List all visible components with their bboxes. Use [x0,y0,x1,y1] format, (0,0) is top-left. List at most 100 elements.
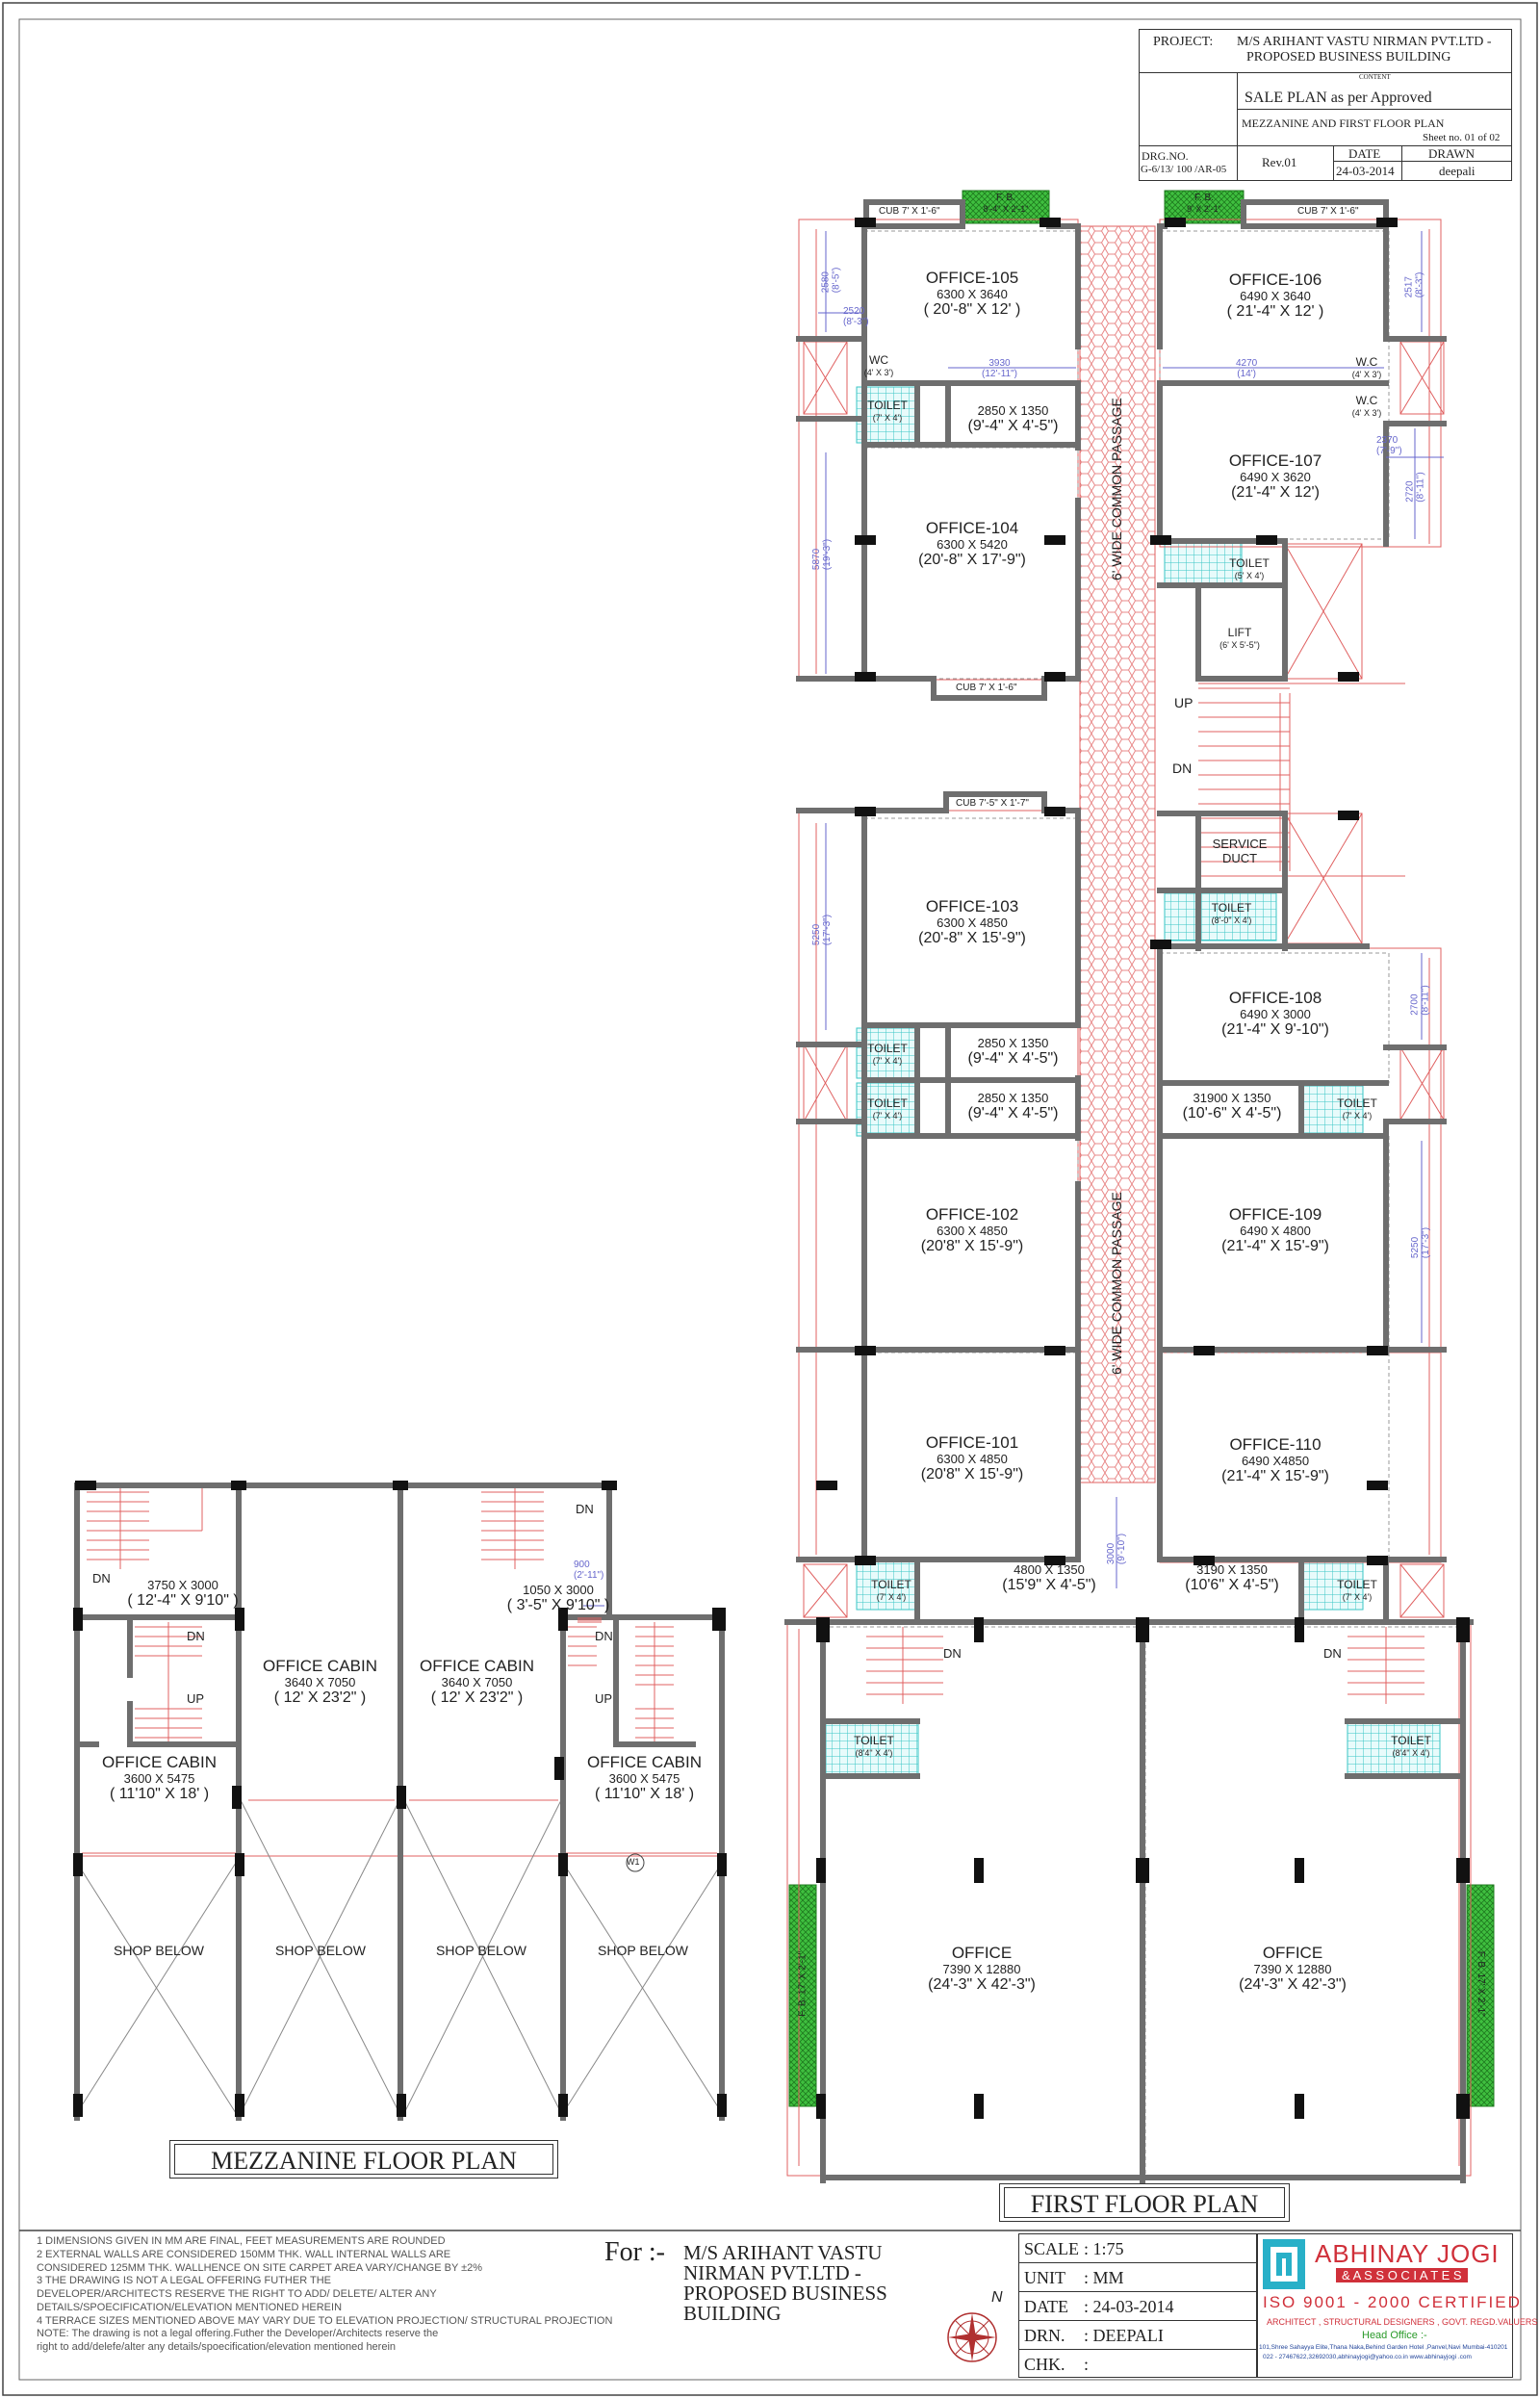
mezz-dn-2: DN [576,1502,594,1516]
mezzanine-title: MEZZANINE FLOOR PLAN [211,2147,517,2175]
content-line-2: MEZZANINE AND FIRST FLOOR PLAN [1242,116,1445,130]
toilet-label-1: TOILET(7' X 4') [867,399,908,423]
toilet-label-2: TOILET(5' X 4') [1229,556,1270,580]
toilet-label-6: TOILET(7' X 4') [1337,1096,1377,1121]
firm-address-2: 022 - 27467622,32692030,abhinayjogi@yaho… [1263,2354,1472,2360]
drawn-label: DRAWN [1428,146,1476,161]
toilet-label-3: TOILET(8'-0" X 4') [1211,901,1252,925]
for-label: For :- [604,2237,665,2267]
toilet-label-9: TOILET(8'4" X 4') [854,1734,894,1758]
date-value: 24-03-2014 [1336,164,1395,178]
dim-4270: 4270(14') [1236,358,1258,379]
passage-label-3: 2850 X 1350(9'-4" X 4'-5") [967,1091,1059,1122]
notes-block: 1 DIMENSIONS GIVEN IN MM ARE FINAL, FEET… [37,2235,613,2353]
north-label: N [991,2289,1003,2306]
scale-row-2 [1018,2291,1257,2292]
scale-value: : 1:75 [1084,2239,1124,2258]
mezz-dn-4: DN [595,1629,613,1643]
drn-label: DRN. [1024,2326,1065,2345]
project-name-line-1: M/S ARIHANT VASTU NIRMAN PVT.LTD - [1237,35,1492,49]
title-block-divider-2 [1139,145,1512,146]
mezz-up-2: UP [595,1691,613,1706]
shop-below-1: SHOP BELOW [114,1943,204,1958]
scale-row-3 [1018,2320,1257,2321]
iso-certified: ISO 9001 - 2000 CERTIFIED [1263,2293,1522,2311]
lift-label: LIFT(6' X 5'-5") [1219,626,1260,650]
stair-up-label: UP [1174,695,1194,710]
cub-label-2: CUB 7' X 1'-6" [1297,206,1359,217]
unit-label: UNIT [1024,2268,1065,2287]
stair-dn-label-left: DN [943,1646,962,1661]
mezz-dn-1: DN [92,1571,111,1586]
mezzanine-title-frame-inner [174,2144,553,2175]
footer-date-label: DATE [1024,2297,1068,2316]
title-block-divider-1 [1139,72,1512,73]
toilet-label-7: TOILET(7' X 4') [871,1578,911,1602]
passage-label-6: 3190 X 1350(10'6" X 4'-5") [1185,1562,1279,1594]
mezz-up-1: UP [187,1691,205,1706]
title-block-divider-5 [1401,145,1402,181]
firm-services: ARCHITECT , STRUCTURAL DESIGNERS , GOVT.… [1267,2317,1538,2327]
toilet-label-4: TOILET(7' X 4') [867,1042,908,1066]
mezz-landing-1-label: 3750 X 3000( 12'-4" X 9'10" ) [127,1578,239,1610]
title-block [1139,29,1512,181]
title-block-divider-7 [1237,109,1512,110]
fb-label-1: F. B.8'-4" X 2'-1" [983,193,1029,214]
client-name: M/S ARIHANT VASTU NIRMAN PVT.LTD - PROPO… [683,2241,887,2325]
wc-label-1: W.C(4' X 3') [1351,355,1382,379]
fb-label-2: F. B.9' X 2'-1" [1187,193,1221,214]
passage-label-2: 2850 X 1350(9'-4" X 4'-5") [967,1036,1059,1068]
footer-date-value: : 24-03-2014 [1084,2297,1174,2316]
toilet-label-8: TOILET(7' X 4') [1337,1578,1377,1602]
firm-block [1257,2233,1513,2378]
title-block-divider-4 [1333,145,1334,181]
cub-label-3: CUB 7' X 1'-6" [956,683,1017,693]
passage-label-1: 2850 X 1350(9'-4" X 4'-5") [967,403,1059,435]
first-floor-title-frame-inner [1004,2187,1285,2218]
content-line-1: SALE PLAN as per Approved [1245,90,1432,106]
scale-row-1 [1018,2262,1257,2263]
firm-name: ABHINAY JOGI [1315,2239,1500,2268]
mezzanine-title-frame [169,2140,558,2179]
date-label: DATE [1348,146,1381,161]
shop-below-3: SHOP BELOW [436,1943,526,1958]
drn-value: : DEEPALI [1084,2326,1164,2345]
chk-value: : [1084,2355,1090,2374]
drg-number: G-6/13/ 100 /AR-05 [1141,164,1227,175]
shop-below-2: SHOP BELOW [275,1943,366,1958]
revision: Rev.01 [1262,155,1297,169]
project-label: PROJECT: [1153,35,1214,49]
drawn-by: deepali [1439,164,1476,178]
dim-2370: 2370(7'-9") [1376,435,1402,456]
wc-label-3: WC(4' X 3') [863,353,894,377]
scale-row-4 [1018,2349,1257,2350]
toilet-label-10: TOILET(8'4" X 4') [1391,1734,1431,1758]
passage-label-4: 31900 X 1350(10'-6" X 4'-5") [1182,1091,1282,1122]
content-label: CONTENT [1359,73,1391,81]
project-name-line-2: PROPOSED BUSINESS BUILDING [1246,50,1451,64]
service-duct-label: SERVICE DUCT [1212,837,1268,865]
window-w1-label: W1 [627,1857,640,1867]
drg-label: DRG.NO. [1142,149,1189,163]
title-block-divider-6 [1333,161,1512,162]
stair-dn-label: DN [1172,761,1193,776]
toilet-label-5: TOILET(7' X 4') [867,1096,908,1121]
mezz-dim-900: 900(2'-11") [574,1560,604,1581]
mezz-landing-2-label: 1050 X 3000( 3'-5" X 9'10" ) [506,1583,610,1614]
